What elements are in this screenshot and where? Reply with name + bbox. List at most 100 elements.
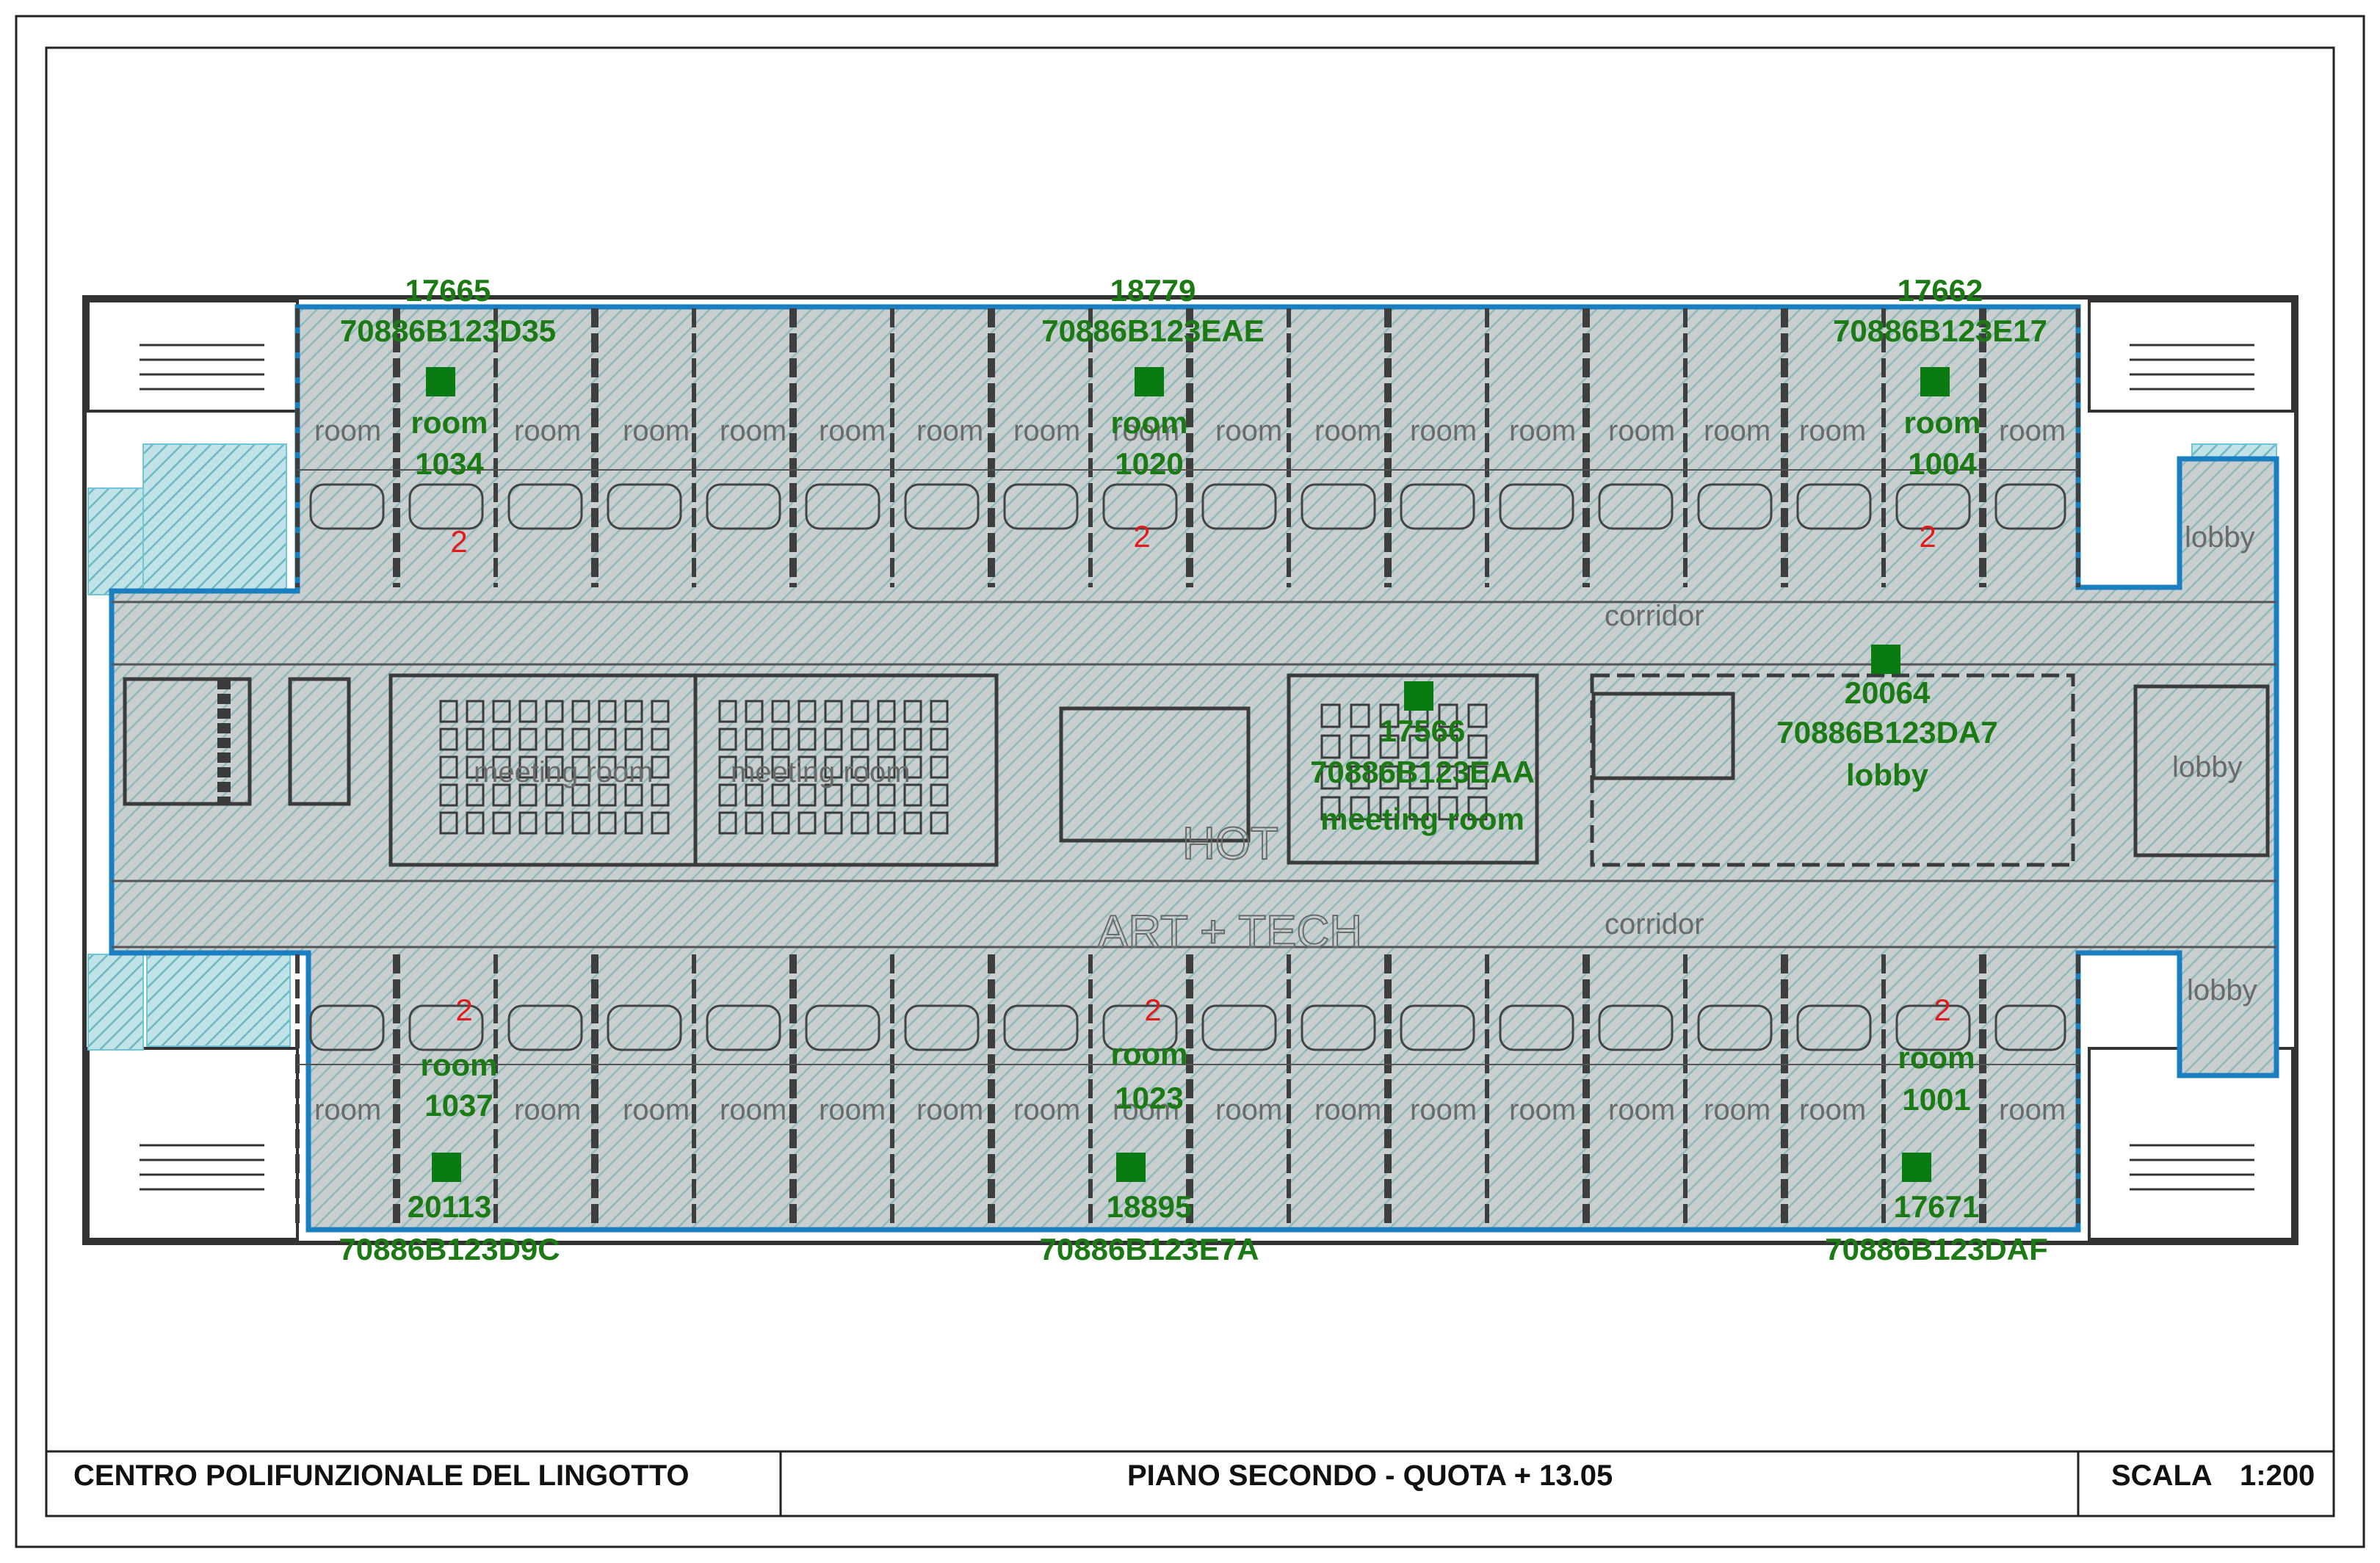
room-label: room [1799,1094,1866,1126]
marker-type: room [421,1048,498,1082]
meeting-room-seating [439,700,1488,835]
watermark: HOT ART + TECH [1097,818,1363,958]
lobby-label-east-north: lobby [2185,521,2255,554]
marker-floor-number: 2 [1919,519,1936,554]
marker-room-number: 1001 [1902,1082,1970,1117]
space-markers: 17665 70886B123D35 room 1034 2 18779 70886B123… [339,273,2047,1266]
room-label: room [514,415,581,447]
project-title: CENTRO POLIFUNZIONALE DEL LINGOTTO [73,1459,690,1492]
room-label: room [1410,1094,1477,1126]
corridor-label-south: corridor [1605,908,1704,940]
room-label: room [514,1094,581,1126]
service-areas [87,443,2277,1051]
room-label: room [314,1094,381,1126]
marker-id: 20064 [1845,675,1931,710]
meeting-room-label-2: meeting room [731,756,911,788]
room-label: room [623,415,690,447]
marker-room-number: 1023 [1115,1081,1183,1115]
marker-id: 17665 [405,273,491,308]
marker-type: room [1111,1037,1188,1071]
corridor-label-north: corridor [1605,600,1704,632]
room-label: room [1704,1094,1770,1126]
room-partitions [295,308,2080,1227]
room-label: room [1013,415,1080,447]
room-label: room [1314,415,1381,447]
marker-floor-number: 2 [455,993,472,1027]
room-label: room [1704,415,1770,447]
lobby-label-east-center: lobby [2172,751,2243,783]
marker-type: lobby [1846,758,1929,792]
marker-id: 17566 [1380,714,1466,748]
room-label: room [1314,1094,1381,1126]
marker-room-number: 1034 [415,446,484,481]
room-label: room [1509,415,1576,447]
marker-code: 70886B123D35 [340,313,556,348]
room-label: room [819,415,886,447]
green-square-marker-icon [1404,681,1433,711]
marker-type: room [1111,405,1188,440]
marker-room-number: 1037 [424,1088,493,1123]
scale-label: SCALA [2111,1459,2213,1492]
marker-id: 18779 [1110,273,1196,308]
room-label: room [916,415,983,447]
marker-type: room [411,405,488,440]
room-label: room [916,1094,983,1126]
green-square-marker-icon [1920,367,1950,396]
room-label: room [1113,1094,1179,1126]
room-label: room [1608,415,1675,447]
marker-floor-number: 2 [450,524,467,559]
room-label: room [819,1094,886,1126]
center-band [123,673,2270,867]
floor-title: PIANO SECONDO - QUOTA + 13.05 [1127,1459,1613,1492]
room-label: room [1608,1094,1675,1126]
room-label: room [1410,415,1477,447]
corridor-lines [112,601,2276,949]
room-label: room [1215,415,1282,447]
room-label: room [314,415,381,447]
marker-room-number: 1004 [1908,446,1977,481]
room-label: room [1799,415,1866,447]
room-label: room [1215,1094,1282,1126]
lobby-label-east-south: lobby [2187,974,2257,1007]
marker-type: room [1898,1040,1975,1075]
marker-type: room [1904,405,1981,440]
marker-type: meeting room [1320,802,1524,836]
marker-floor-number: 2 [1133,519,1150,554]
marker-floor-number: 2 [1934,993,1950,1027]
watermark-line-2: ART + TECH [1098,907,1362,957]
marker-room-number: 1020 [1115,446,1183,481]
space-marker: 17566 70886B123EAA meeting room [1310,681,1535,836]
room-label: room [623,1094,690,1126]
scale-value: 1:200 [2240,1459,2315,1492]
space-marker: 20113 70886B123D9C room 1037 2 [339,993,560,1266]
room-label: room [720,415,786,447]
marker-id: 20113 [408,1189,491,1224]
room-label: room [720,1094,786,1126]
marker-id: 17671 [1894,1189,1980,1224]
outer-frame [15,15,2365,1548]
room-label: room [1999,415,2066,447]
green-square-marker-icon [1116,1153,1146,1182]
marker-code: 70886B123DA7 [1776,715,1997,750]
marker-code: 70886B123E7A [1040,1232,1259,1266]
space-marker: 17665 70886B123D35 room 1034 2 [340,273,556,559]
marker-id: 18895 [1107,1189,1193,1224]
marker-code: 70886B123E17 [1833,313,2047,348]
green-square-marker-icon [432,1153,461,1182]
green-square-marker-icon [426,367,455,396]
green-square-marker-icon [1135,367,1164,396]
green-square-marker-icon [1902,1153,1931,1182]
green-square-marker-icon [1871,645,1900,674]
room-label: room [1999,1094,2066,1126]
watermark-line-1: HOT [1182,819,1278,869]
marker-code: 70886B123D9C [339,1232,560,1266]
room-type-labels: room room room room room room room room room room… [314,415,2066,1126]
marker-code: 70886B123EAA [1310,755,1535,789]
space-marker: 20064 70886B123DA7 lobby [1776,645,1998,792]
